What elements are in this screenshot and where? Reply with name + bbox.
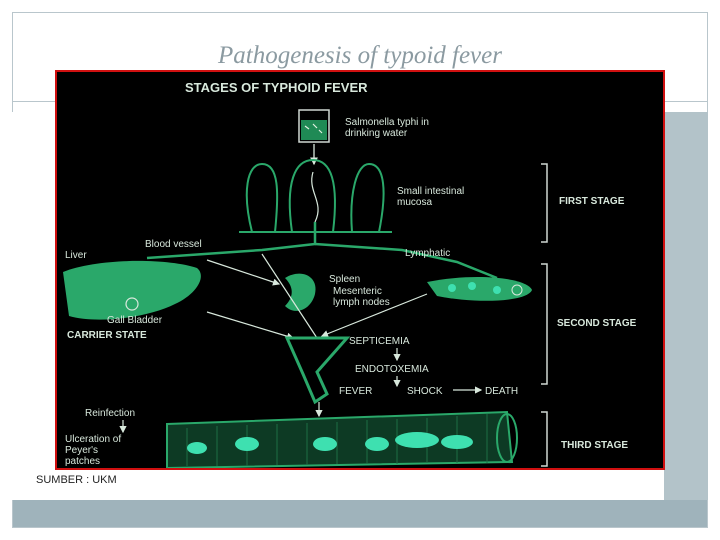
septicemia-vessel bbox=[284, 336, 351, 405]
label-salmonella-1: Salmonella typhi in bbox=[345, 117, 429, 128]
slide-title: Pathogenesis of typoid fever bbox=[218, 42, 502, 69]
label-mesenteric-2: lymph nodes bbox=[333, 297, 390, 308]
label-ulceration-1: Ulceration of bbox=[65, 434, 121, 445]
label-fever: FEVER bbox=[339, 386, 372, 397]
label-spleen: Spleen bbox=[329, 274, 360, 285]
diagram-svg: STAGES OF TYPHOID FEVER Salmonella typhi… bbox=[63, 80, 637, 468]
label-blood-vessel: Blood vessel bbox=[145, 239, 202, 250]
stage-brackets bbox=[541, 163, 548, 467]
label-mucosa-1: Small intestinal bbox=[397, 186, 464, 197]
label-mesenteric-1: Mesenteric bbox=[333, 286, 382, 297]
figure-heading: STAGES OF TYPHOID FEVER bbox=[185, 80, 368, 95]
source-caption: SUMBER : UKM bbox=[36, 474, 117, 486]
bottom-band bbox=[13, 500, 707, 527]
label-lymphatic: Lymphatic bbox=[405, 248, 450, 259]
label-ulceration-3: patches bbox=[65, 456, 100, 467]
label-second-stage: SECOND STAGE bbox=[557, 318, 637, 329]
label-liver: Liver bbox=[65, 250, 87, 261]
intestinal-villi bbox=[239, 158, 392, 233]
label-salmonella-2: drinking water bbox=[345, 128, 408, 139]
label-mucosa-2: mucosa bbox=[397, 197, 432, 208]
label-septicemia: SEPTICEMIA bbox=[349, 336, 410, 347]
spleen-shape bbox=[285, 273, 316, 311]
label-carrier-state: CARRIER STATE bbox=[67, 330, 147, 341]
right-side-band bbox=[664, 112, 708, 500]
label-first-stage: FIRST STAGE bbox=[559, 196, 625, 207]
label-death: DEATH bbox=[485, 386, 518, 397]
lymph-node-cluster bbox=[427, 276, 532, 301]
liver-shape bbox=[63, 260, 201, 320]
blood-vessel-branch bbox=[146, 222, 498, 280]
gall-bladder-shape bbox=[125, 297, 139, 311]
label-endotoxemia: ENDOTOXEMIA bbox=[355, 364, 429, 375]
label-reinfection: Reinfection bbox=[85, 408, 135, 419]
label-third-stage: THIRD STAGE bbox=[561, 440, 628, 451]
label-shock: SHOCK bbox=[407, 386, 443, 397]
peyers-patches bbox=[187, 432, 473, 454]
water-glass bbox=[298, 109, 330, 143]
dissemination-arrows bbox=[206, 253, 428, 340]
left-band bbox=[12, 112, 56, 500]
label-gall-bladder: Gall Bladder bbox=[107, 315, 163, 326]
typhoid-stages-figure: STAGES OF TYPHOID FEVER Salmonella typhi… bbox=[55, 70, 665, 470]
label-ulceration-2: Peyer's bbox=[65, 445, 98, 456]
